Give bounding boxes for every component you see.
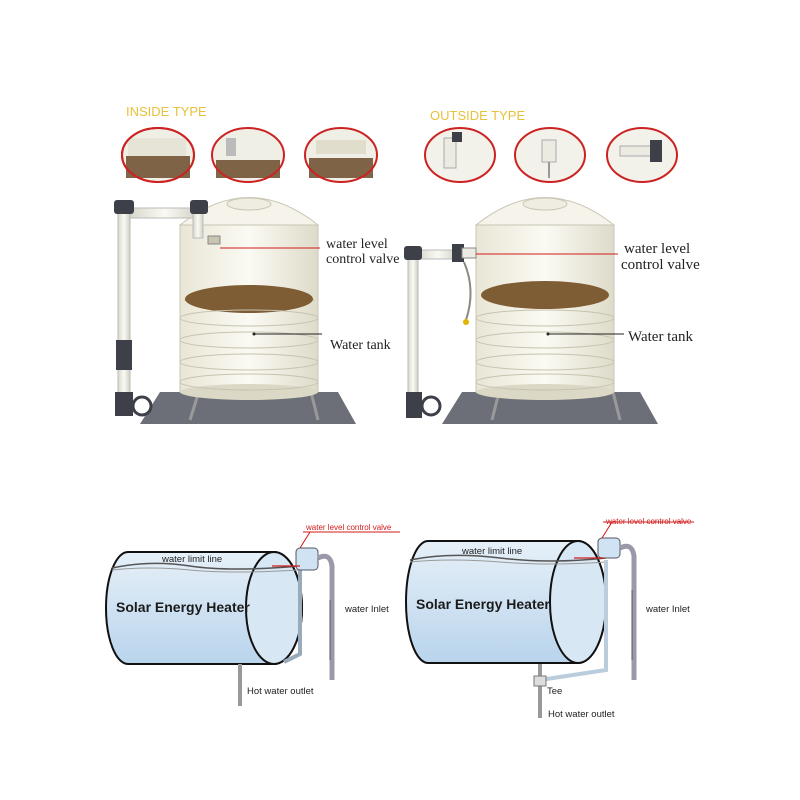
left-valve-label: water level control valve — [305, 523, 392, 532]
left-solar-heater — [105, 531, 400, 706]
inside-thumbnails — [121, 127, 378, 183]
inside-gate-valve-icon — [131, 395, 153, 417]
left-outlet-label: Hot water outlet — [247, 686, 314, 697]
outside-gate-valve-icon — [420, 395, 442, 417]
outside-thumbnails — [424, 127, 678, 183]
outside-valve-label-1: water level — [624, 241, 690, 257]
inside-inlet-pipe — [114, 200, 208, 417]
outside-thumb-2 — [514, 127, 586, 183]
right-inlet-label: water Inlet — [645, 604, 690, 615]
outside-water-tank — [474, 197, 616, 400]
right-outlet-label: Hot water outlet — [548, 709, 615, 720]
outside-valve-icon — [461, 247, 477, 259]
inside-water-tank — [178, 197, 320, 400]
right-heater-label: Solar Energy Heater — [416, 596, 550, 612]
right-tee-label: Tee — [547, 686, 562, 697]
inside-tank-label: Water tank — [330, 338, 391, 353]
outside-thumb-3 — [606, 127, 678, 183]
outside-thumb-1 — [424, 127, 496, 183]
inside-valve-icon — [207, 235, 221, 245]
inside-thumb-2 — [211, 127, 285, 183]
left-limit-label: water limit line — [161, 554, 222, 565]
inside-tank-base — [140, 392, 356, 424]
outside-tank-label: Water tank — [628, 329, 694, 345]
left-inlet-label: water Inlet — [344, 604, 389, 615]
inside-valve-label-1: water level — [326, 237, 388, 252]
right-limit-label: water limit line — [461, 546, 522, 557]
left-heater-label: Solar Energy Heater — [116, 599, 250, 615]
outside-inlet-pipe — [404, 244, 472, 418]
outside-type-title: OUTSIDE TYPE — [430, 108, 525, 123]
right-solar-heater — [405, 521, 694, 718]
outside-valve-label-2: control valve — [621, 257, 700, 273]
inside-valve-label-2: control valve — [326, 252, 399, 267]
inside-thumb-1 — [121, 127, 195, 183]
inside-type-title: INSIDE TYPE — [126, 104, 207, 119]
right-valve-label: water level control valve — [605, 517, 692, 526]
inside-thumb-3 — [304, 127, 378, 183]
